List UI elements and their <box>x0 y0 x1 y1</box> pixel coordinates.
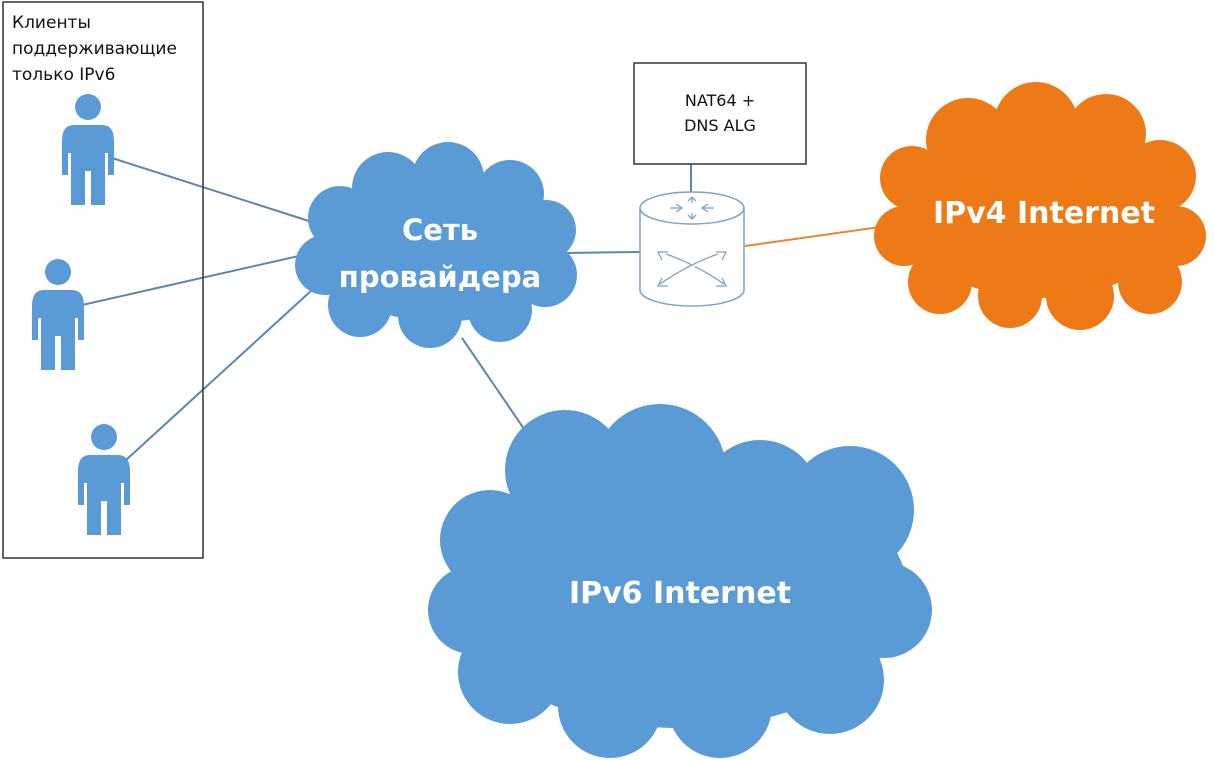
nat-box-label-line-1: NAT64 + <box>685 91 755 110</box>
clients-group: Клиенты поддерживающие только IPv6 <box>2 1 204 559</box>
clients-label-line-1: Клиенты <box>12 13 91 33</box>
link-provider-ipv6 <box>461 337 536 446</box>
client-2-icon <box>32 259 84 370</box>
clients-label-line-3: только IPv6 <box>12 65 115 85</box>
link-client-1-provider <box>111 157 313 223</box>
router-icon <box>639 191 745 307</box>
ipv6-cloud: IPv6 Internet <box>428 404 932 758</box>
clients-frame <box>2 1 204 559</box>
link-provider-router <box>564 251 641 254</box>
client-3-icon <box>78 424 130 535</box>
clients-label-line-2: поддерживающие <box>12 39 177 59</box>
provider-cloud-label-line-2: провайдера <box>339 260 541 294</box>
link-client-2-provider <box>81 252 313 306</box>
links <box>81 157 881 461</box>
link-client-3-provider <box>125 289 313 461</box>
client-1-icon <box>62 94 114 205</box>
link-router-ipv4 <box>744 226 881 247</box>
ipv6-cloud-label: IPv6 Internet <box>569 576 791 611</box>
nat-box-label-line-2: DNS ALG <box>684 116 756 135</box>
provider-cloud-label-line-1: Сеть <box>402 213 478 247</box>
ipv4-cloud: IPv4 Internet <box>874 82 1206 330</box>
ipv4-cloud-label: IPv4 Internet <box>933 196 1155 231</box>
nat-box: NAT64 + DNS ALG <box>633 62 807 165</box>
provider-cloud: Сеть провайдера <box>295 142 577 348</box>
